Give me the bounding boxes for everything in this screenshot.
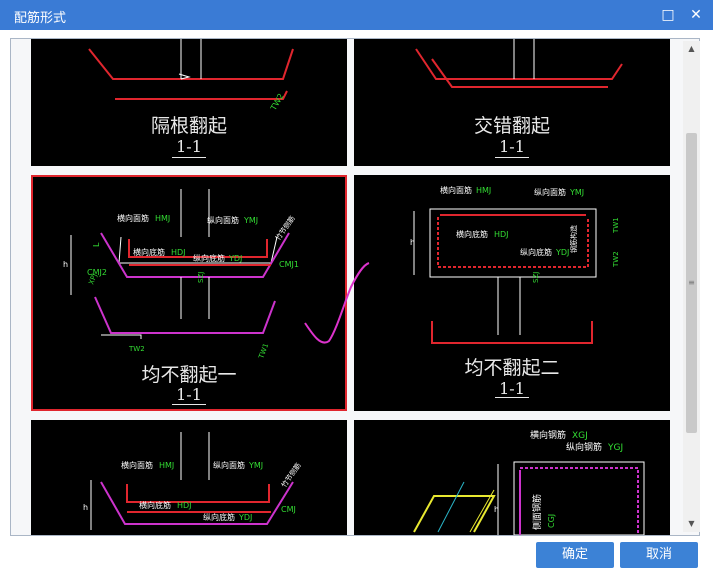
- option-label-5-ygj: 纵向钢筋: [566, 441, 602, 453]
- option-section-3: 1-1: [499, 379, 525, 398]
- option-label-2-cj1: CMJ1: [279, 260, 299, 269]
- option-label-2-long-bottom: 纵向底筋: [193, 253, 225, 263]
- option-label-4-long-top: 纵向面筋: [213, 460, 245, 470]
- cancel-button[interactable]: 取消: [620, 542, 698, 568]
- option-thumb-3[interactable]: 横向面筋 HMJ 纵向面筋 YMJ 横向底筋 HDJ 纵向底筋 YDJ 钢筋构造…: [354, 175, 670, 411]
- option-label-2-xpj: XPJ: [87, 273, 98, 286]
- option-label-2-long-top-code: YMJ: [243, 216, 258, 225]
- option-label-4-cmj: CMJ: [281, 505, 296, 514]
- option-thumb-0[interactable]: TW2 隔根翻起 1-1: [31, 39, 347, 166]
- option-label-3-szj: SZJ: [532, 272, 540, 283]
- section-underline-0: [172, 157, 206, 158]
- option-label-2-l: L: [92, 242, 101, 247]
- option-label-2-bottom-bar: 横向底筋: [133, 247, 165, 257]
- option-drawing-3: 横向面筋 HMJ 纵向面筋 YMJ 横向底筋 HDJ 纵向底筋 YDJ 钢筋构造…: [410, 185, 620, 344]
- option-name-2: 均不翻起一: [141, 364, 237, 386]
- option-thumb-1[interactable]: 交错翻起 1-1: [354, 39, 670, 166]
- scroll-thumb[interactable]: ≡: [686, 133, 697, 433]
- option-label-3-long-bottom: 纵向底筋: [520, 247, 552, 257]
- maximize-icon[interactable]: □: [661, 7, 675, 23]
- option-drawing-2: 横向面筋 HMJ 纵向面筋 YMJ 横向底筋 HDJ 纵向底筋 YDJ 竹节侧筋…: [63, 189, 299, 361]
- option-label-2-h: h: [63, 260, 68, 269]
- option-drawing-5: 横向钢筋 XGJ 纵向钢筋 YGJ 侧面钢筋 CGJ h: [413, 429, 645, 535]
- option-label-3-bottom-code: HDJ: [494, 230, 509, 239]
- checkmark-annotation: [304, 262, 370, 344]
- option-label-3-tw2: TW2: [612, 251, 620, 268]
- option-section-1: 1-1: [499, 137, 525, 156]
- option-label-2-top-code: HMJ: [155, 214, 170, 223]
- option-label-2-long-top: 纵向面筋: [207, 215, 239, 225]
- scroll-up-icon[interactable]: ▲: [688, 44, 695, 53]
- option-label-2-top-bar: 横向面筋: [117, 213, 149, 223]
- option-label-5-ygj-code: YGJ: [607, 443, 623, 453]
- option-label-2-szj: SZJ: [197, 272, 205, 283]
- option-label-4-top-bar: 横向面筋: [121, 460, 153, 470]
- option-label-5-cgj: 侧面钢筋: [531, 494, 543, 530]
- option-label-5-xgj-code: XGJ: [572, 431, 588, 441]
- option-thumb-4[interactable]: 横向面筋 HMJ 纵向面筋 YMJ 横向底筋 HDJ 纵向底筋 YDJ 竹节侧筋…: [31, 420, 347, 535]
- option-thumb-2[interactable]: 横向面筋 HMJ 纵向面筋 YMJ 横向底筋 HDJ 纵向底筋 YDJ 竹节侧筋…: [31, 175, 347, 411]
- option-drawing-0: TW2: [88, 39, 294, 113]
- option-label-3-top-bar: 横向面筋: [440, 185, 472, 195]
- window-title: 配筋形式: [14, 11, 67, 26]
- option-section-0: 1-1: [176, 137, 202, 156]
- option-label-4-long-bottom: 纵向底筋: [203, 512, 235, 522]
- option-drawing-4: 横向面筋 HMJ 纵向面筋 YMJ 横向底筋 HDJ 纵向底筋 YDJ 竹节侧筋…: [83, 432, 303, 530]
- option-label-3-long-top-code: YMJ: [569, 188, 584, 197]
- option-label-2-cj2: CMJ2: [87, 268, 107, 277]
- option-label-2-tw2: TW2: [128, 345, 145, 353]
- option-label-3-tw1: TW1: [612, 217, 620, 234]
- option-label-2-tw1: TW1: [257, 342, 270, 360]
- option-label-4-long-bottom-code: YDJ: [238, 513, 252, 522]
- option-label-2-bottom-code: HDJ: [171, 248, 186, 257]
- option-label-5-xgj: 横向钢筋: [530, 429, 566, 441]
- option-label-4-long-top-code: YMJ: [248, 461, 263, 470]
- option-label-4-bottom-bar: 横向底筋: [139, 500, 171, 510]
- scroll-grip-icon: ≡: [688, 278, 695, 287]
- ok-button[interactable]: 确定: [536, 542, 614, 568]
- option-label-4-top-code: HMJ: [159, 461, 174, 470]
- option-label-3-bottom-bar: 横向底筋: [456, 229, 488, 239]
- option-label-3-h: h: [410, 238, 415, 247]
- vertical-scrollbar[interactable]: ▲ ≡ ▼: [683, 41, 700, 532]
- title-bar: 配筋形式 □ ✕: [0, 0, 713, 30]
- section-underline-3: [495, 397, 529, 398]
- section-underline-1: [495, 157, 529, 158]
- scroll-down-icon[interactable]: ▼: [688, 519, 695, 528]
- option-label-5-cgj-code: CGJ: [547, 514, 556, 528]
- option-name-0: 隔根翻起: [150, 115, 227, 137]
- svg-text:TW2: TW2: [268, 92, 285, 113]
- option-name-1: 交错翻起: [473, 115, 550, 137]
- close-icon[interactable]: ✕: [690, 7, 702, 23]
- option-label-4-h: h: [83, 503, 88, 512]
- section-underline-2: [172, 404, 206, 405]
- option-section-2: 1-1: [176, 385, 202, 404]
- option-label-3-top-code: HMJ: [476, 186, 491, 195]
- option-label-2-long-bottom-code: YDJ: [228, 254, 242, 263]
- options-panel: TW2 隔根翻起 1-1 交错翻起 1-1 横: [10, 38, 700, 536]
- option-label-5-h: h: [494, 505, 499, 514]
- option-name-3: 均不翻起二: [464, 357, 560, 379]
- option-label-3-long-top: 纵向面筋: [534, 187, 566, 197]
- option-thumb-5[interactable]: 横向钢筋 XGJ 纵向钢筋 YGJ 侧面钢筋 CGJ h: [354, 420, 670, 535]
- option-label-3-long-bottom-code: YDJ: [555, 248, 569, 257]
- option-label-4-bottom-code: HDJ: [177, 501, 192, 510]
- option-drawing-1: [415, 39, 623, 88]
- option-label-3-side: 钢筋构造: [569, 225, 578, 253]
